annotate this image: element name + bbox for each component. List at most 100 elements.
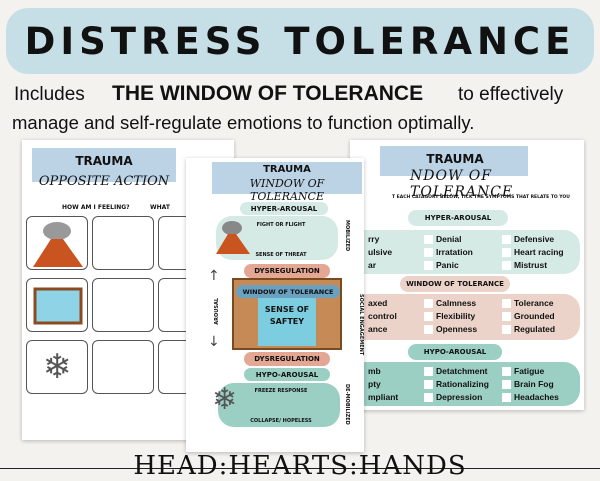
checkbox[interactable] bbox=[424, 311, 433, 321]
checkbox[interactable] bbox=[502, 247, 511, 257]
checkbox[interactable] bbox=[502, 379, 511, 389]
left-title: TRAUMA bbox=[75, 154, 133, 168]
snowflake-icon: ❄ bbox=[212, 382, 238, 417]
symptom-item: pty bbox=[368, 379, 381, 389]
window-icon bbox=[33, 287, 83, 325]
arrow-down-icon: ↓ bbox=[208, 334, 220, 350]
symptom-label: mpliant bbox=[368, 392, 399, 402]
symptom-item: ulsive bbox=[368, 247, 392, 257]
footer-divider bbox=[0, 468, 600, 469]
col-feeling: HOW AM I FEELING? bbox=[62, 204, 130, 211]
feeling-cell[interactable] bbox=[92, 340, 154, 394]
symptom-label: Grounded bbox=[514, 311, 555, 321]
hypo-arousal-label: HYPO-AROUSAL bbox=[244, 368, 330, 381]
symptom-item[interactable]: Irratation bbox=[424, 247, 473, 257]
subtitle-highlight: THE WINDOW OF TOLERANCE bbox=[112, 82, 424, 105]
symptom-item: rry bbox=[368, 234, 379, 244]
checkbox[interactable] bbox=[502, 392, 511, 402]
symptom-item[interactable]: Mistrust bbox=[502, 260, 547, 270]
symptom-item: mb bbox=[368, 366, 381, 376]
checkbox[interactable] bbox=[502, 324, 511, 334]
arousal-label: AROUSAL bbox=[214, 298, 220, 325]
checkbox[interactable] bbox=[424, 392, 433, 402]
symptom-item[interactable]: Headaches bbox=[502, 392, 559, 402]
symptom-item[interactable]: Grounded bbox=[502, 311, 555, 321]
middle-worksheet: TRAUMA WINDOW OF TOLERANCE HYPER-AROUSAL… bbox=[186, 158, 364, 452]
checkbox[interactable] bbox=[424, 324, 433, 334]
symptom-label: Tolerance bbox=[514, 298, 554, 308]
snowflake-cell: ❄ bbox=[26, 340, 88, 394]
feeling-cell[interactable] bbox=[92, 216, 154, 270]
symptom-label: Mistrust bbox=[514, 260, 548, 270]
symptom-item[interactable]: Depression bbox=[424, 392, 482, 402]
symptom-item[interactable]: Flexibility bbox=[424, 311, 475, 321]
left-subtitle: OPPOSITE ACTION bbox=[38, 174, 170, 189]
checkbox[interactable] bbox=[424, 260, 433, 270]
hypo-zone bbox=[218, 383, 340, 427]
right-worksheet: TRAUMA NDOW OF TOLERANCE T EACH CATAGORY… bbox=[350, 140, 584, 410]
hyper-label: HYPER-AROUSAL bbox=[408, 210, 508, 226]
symptom-item[interactable]: Rationalizing bbox=[424, 379, 489, 389]
dysregulation-lower: DYSREGULATION bbox=[244, 352, 330, 366]
symptom-item[interactable]: Panic bbox=[424, 260, 459, 270]
symptom-item[interactable]: Brain Fog bbox=[502, 379, 554, 389]
checkbox[interactable] bbox=[424, 298, 433, 308]
middle-title: TRAUMA bbox=[263, 164, 311, 175]
symptom-label: axed bbox=[368, 298, 388, 308]
snowflake-icon: ❄ bbox=[42, 347, 72, 387]
symptom-label: control bbox=[368, 311, 397, 321]
symptom-label: Fatigue bbox=[514, 366, 545, 376]
checkbox[interactable] bbox=[502, 366, 511, 376]
safety-text: SENSE OF SAFTEY bbox=[264, 305, 310, 326]
hypo-group bbox=[350, 362, 580, 406]
symptom-label: ulsive bbox=[368, 247, 393, 257]
checkbox[interactable] bbox=[502, 234, 511, 244]
checkbox[interactable] bbox=[502, 298, 511, 308]
symptom-item: ar bbox=[368, 260, 376, 270]
symptom-item[interactable]: Regulated bbox=[502, 324, 555, 334]
symptom-item[interactable]: Fatigue bbox=[502, 366, 544, 376]
symptom-item[interactable]: Denial bbox=[424, 234, 462, 244]
feeling-cell[interactable] bbox=[92, 278, 154, 332]
right-subtitle: NDOW OF TOLERANCE bbox=[410, 168, 514, 200]
middle-header bbox=[212, 162, 362, 194]
symptom-item[interactable]: Tolerance bbox=[502, 298, 554, 308]
symptom-label: mb bbox=[368, 366, 381, 376]
demobilized-label: DE-MOBILIZED bbox=[344, 384, 350, 425]
hyper-group bbox=[350, 230, 580, 274]
symptom-item[interactable]: Calmness bbox=[424, 298, 476, 308]
instruction: T EACH CATAGORY BELOW, TICK THE SYMPTOMS… bbox=[392, 195, 570, 200]
title: DISTRESS TOLERANCE bbox=[24, 19, 576, 63]
volcano-icon bbox=[33, 222, 83, 267]
symptom-label: ar bbox=[368, 260, 377, 270]
checkbox[interactable] bbox=[424, 366, 433, 376]
hypo-label: HYPO-AROUSAL bbox=[408, 344, 502, 360]
volcano-icon bbox=[216, 221, 250, 254]
symptom-label: Depression bbox=[436, 392, 483, 402]
social-engagement-label: SOCIAL ENGAGEMENT bbox=[358, 294, 364, 356]
symptom-item[interactable]: Detatchment bbox=[424, 366, 487, 376]
right-title: TRAUMA bbox=[426, 152, 484, 166]
symptom-label: Detatchment bbox=[436, 366, 488, 376]
wot-group bbox=[350, 294, 580, 340]
threat-text: SENSE OF THREAT bbox=[255, 252, 307, 258]
dysregulation-upper: DYSREGULATION bbox=[244, 264, 330, 278]
middle-subtitle: WINDOW OF TOLERANCE bbox=[249, 177, 325, 203]
checkbox[interactable] bbox=[502, 260, 511, 270]
symptom-item: control bbox=[368, 311, 397, 321]
symptom-label: ance bbox=[368, 324, 388, 334]
symptom-label: Headaches bbox=[514, 392, 559, 402]
checkbox[interactable] bbox=[424, 247, 433, 257]
window-cell bbox=[26, 278, 88, 332]
symptom-item[interactable]: Heart racing bbox=[502, 247, 564, 257]
checkbox[interactable] bbox=[424, 379, 433, 389]
checkbox[interactable] bbox=[424, 234, 433, 244]
symptom-item[interactable]: Defensive bbox=[502, 234, 554, 244]
symptom-label: rry bbox=[368, 234, 380, 244]
symptom-label: Defensive bbox=[514, 234, 555, 244]
wot-label: WINDOW OF TOLERANCE bbox=[400, 276, 510, 292]
symptom-label: Panic bbox=[436, 260, 459, 270]
symptom-item[interactable]: Openness bbox=[424, 324, 477, 334]
checkbox[interactable] bbox=[502, 311, 511, 321]
symptom-item: axed bbox=[368, 298, 387, 308]
